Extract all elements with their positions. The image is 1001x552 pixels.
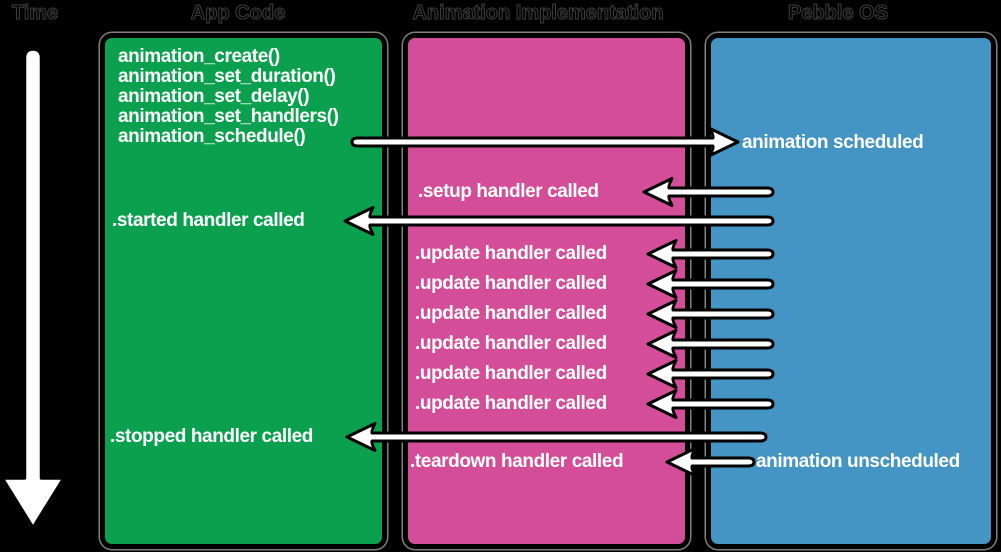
function-call-animation-schedule: animation_schedule() — [118, 126, 306, 147]
pebble-os-box — [706, 33, 996, 549]
arrow-setup-handler-left-icon — [642, 177, 775, 207]
animation-scheduled-label: animation scheduled — [742, 132, 924, 153]
arrow-stopped-handler-left-icon — [345, 422, 768, 452]
app-code-function-list: animation_create() animation_set_duratio… — [118, 47, 339, 147]
update-handler-label-5: .update handler called — [415, 363, 607, 384]
arrow-update-handler-1-left-icon — [646, 239, 775, 269]
function-call-animation-set-handlers: animation_set_handlers() — [118, 106, 339, 127]
update-handler-label-3: .update handler called — [415, 303, 607, 324]
arrow-update-handler-3-left-icon — [646, 299, 775, 329]
arrow-update-handler-2-left-icon — [646, 269, 775, 299]
update-handler-label-4: .update handler called — [415, 333, 607, 354]
header-time: Time — [11, 2, 59, 25]
header-animation-implementation: Animation Implementation — [412, 2, 664, 25]
teardown-handler-label: .teardown handler called — [410, 451, 624, 472]
arrow-update-handler-4-left-icon — [646, 329, 775, 359]
time-axis-arrow-icon — [0, 47, 66, 530]
function-call-animation-create: animation_create() — [118, 46, 280, 67]
app-code-box — [100, 33, 387, 549]
arrow-teardown-handler-left-icon — [665, 447, 756, 477]
arrow-update-handler-5-left-icon — [646, 359, 775, 389]
stopped-handler-label: .stopped handler called — [110, 426, 314, 447]
function-call-animation-set-duration: animation_set_duration() — [118, 66, 336, 87]
arrow-started-handler-left-icon — [343, 206, 775, 236]
arrow-animation-schedule-right-icon — [350, 127, 740, 157]
update-handler-label-1: .update handler called — [415, 243, 607, 264]
animation-implementation-box — [403, 33, 690, 549]
animation-unscheduled-label: animation unscheduled — [756, 451, 960, 472]
started-handler-label: .started handler called — [112, 210, 305, 231]
function-call-animation-set-delay: animation_set_delay() — [118, 86, 310, 107]
header-pebble-os: Pebble OS — [787, 2, 889, 25]
setup-handler-label: .setup handler called — [418, 181, 599, 202]
update-handler-label-6: .update handler called — [415, 393, 607, 414]
update-handler-label-2: .update handler called — [415, 273, 607, 294]
header-app-code: App Code — [190, 2, 286, 25]
arrow-update-handler-6-left-icon — [646, 389, 775, 419]
